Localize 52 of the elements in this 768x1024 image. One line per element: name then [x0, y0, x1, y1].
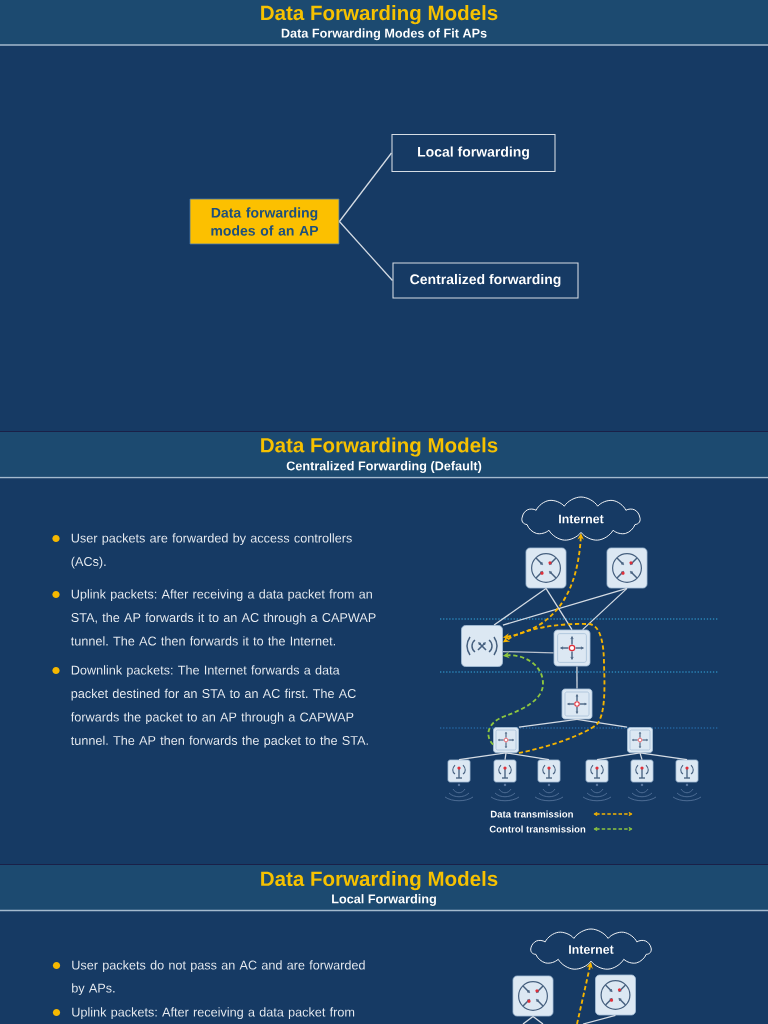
access-point-icon [675, 759, 699, 783]
connector-line [502, 587, 628, 626]
connector-line [518, 718, 578, 728]
connector-line [576, 718, 628, 728]
bullet-text: User packets do not pass an AC and are forwarded by APs. [72, 960, 365, 996]
connector-line [338, 220, 394, 282]
connector-line [639, 752, 688, 761]
bullet-text: User packets are forwarded by access controllers (ACs). [71, 533, 352, 569]
legend-label: Control transmission [489, 825, 586, 833]
router-icon [512, 975, 554, 1017]
connector-line [505, 752, 550, 761]
connector-line [493, 587, 547, 626]
option-box: Local forwarding [391, 133, 556, 173]
access-controller-icon [461, 625, 503, 667]
switch-icon [493, 727, 519, 753]
bullet-text: Downlink packets: The Internet forwards a data packet destined for an STA to an AC first. The AC forwards the packet to an AP through a CAPWAP tunnel. The AP then forwards the packet to the STA. [70, 665, 368, 748]
connector-line [522, 1015, 534, 1024]
connector-line [458, 752, 507, 761]
bullet-text: Uplink packets: After receiving a data packet from [72, 1007, 355, 1020]
connector-line [338, 152, 393, 223]
connector-line [576, 665, 578, 690]
access-point-icon [537, 759, 561, 783]
access-point-icon [630, 759, 654, 783]
switch-icon [561, 688, 593, 720]
connector-line [596, 752, 641, 761]
access-point-icon [493, 759, 517, 783]
router-icon [525, 547, 567, 589]
switch-icon [627, 727, 653, 753]
slide-title: Data Forwarding Models [261, 5, 498, 25]
connector-line [545, 587, 573, 631]
connector-line [582, 1014, 617, 1024]
access-point-icon [585, 759, 609, 783]
connector-line [532, 1015, 544, 1024]
access-point-icon [447, 759, 471, 783]
slide-title: Data Forwarding Models [261, 871, 498, 891]
connector-line [502, 650, 555, 654]
connector-line [639, 752, 643, 761]
bullet-text: Uplink packets: After receiving a data packet from an STA, the AP forwards it to an AC through a CAPWAP tunnel. The AC then forwards it to the Internet. [70, 589, 376, 646]
router-icon [606, 547, 648, 589]
switch-icon [553, 629, 591, 667]
slide-title: Data Forwarding Models [261, 437, 498, 457]
slide-subtitle: Local Forwarding [332, 894, 436, 906]
slide-subtitle: Data Forwarding Modes of Fit APs [281, 28, 487, 41]
legend-label: Data transmission [490, 810, 573, 818]
router-icon [595, 974, 636, 1016]
internet-cloud: Internet [521, 496, 641, 541]
connector-line [504, 752, 507, 761]
internet-cloud: Internet [530, 928, 652, 970]
option-box: Centralized forwarding [392, 262, 579, 299]
slide-subtitle: Centralized Forwarding (Default) [286, 461, 482, 473]
connector-line [582, 587, 628, 631]
topic-box: Data forwarding modes of an AP [189, 198, 340, 245]
